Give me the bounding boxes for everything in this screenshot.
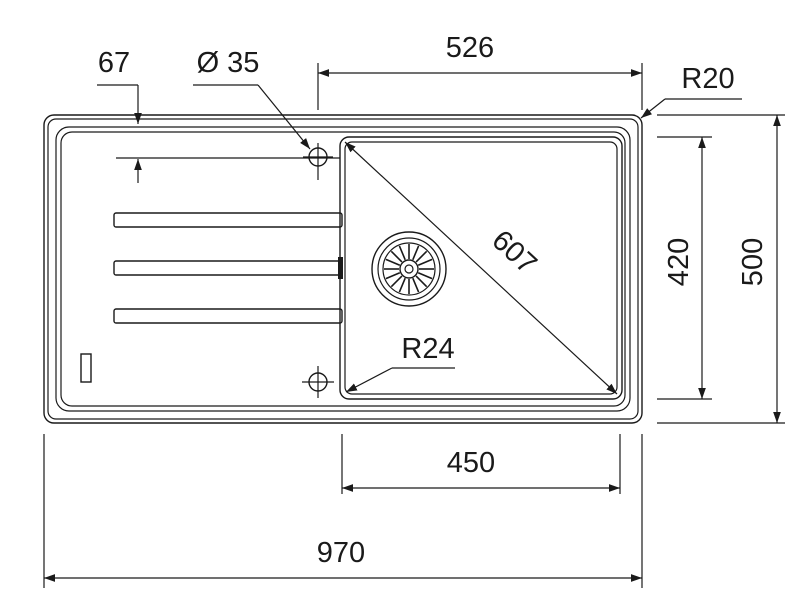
dim-overall-depth-label: 500: [737, 238, 769, 286]
tap-hole-bottom-icon: [302, 366, 334, 398]
overflow-slot: [80, 353, 92, 383]
dim-bowl-length-lines: [317, 63, 643, 110]
dim-bowl-bottom-label: 450: [447, 447, 495, 479]
drain-strainer-icon: [371, 231, 447, 307]
sink-outline: [43, 114, 643, 424]
dim-tap-hole-label: Ø 35: [197, 47, 260, 79]
dim-tap-offset-label: 67: [98, 47, 130, 79]
dim-bowl-length-label: 526: [446, 32, 494, 64]
tap-hole-top-icon: [303, 143, 333, 180]
dim-tap-offset-lines: [97, 84, 340, 183]
dim-overall-depth-lines: [657, 114, 785, 424]
dim-bowl-radius-lines: [345, 367, 455, 393]
dim-overall-width-label: 970: [317, 537, 365, 569]
dim-bowl-radius-label: R24: [401, 333, 454, 365]
dim-bowl-depth-lines: [657, 136, 712, 400]
drainer-ribs: [113, 212, 343, 324]
dim-bowl-depth-label: 420: [663, 238, 695, 286]
dim-bowl-bottom-lines: [341, 434, 621, 494]
dim-bowl-diagonal-line: [344, 141, 618, 395]
dim-corner-radius-lines: [640, 98, 742, 119]
dim-corner-radius-label: R20: [681, 63, 734, 95]
dim-bowl-diagonal-label: 607: [485, 224, 542, 280]
dim-tap-hole-lines: [193, 84, 311, 150]
dim-overall-width-lines: [43, 434, 643, 588]
